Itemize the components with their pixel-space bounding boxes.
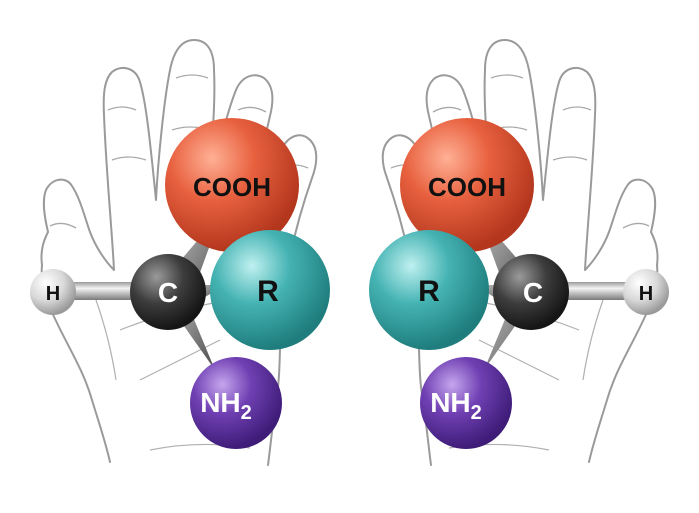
left-h-label: H — [46, 283, 60, 305]
left-c-label: C — [158, 277, 178, 308]
right-nh2-sphere — [420, 357, 512, 449]
left-cooh-label: COOH — [193, 172, 271, 202]
right-molecule: COOH H R C NH2 — [369, 118, 669, 449]
left-h-sphere — [30, 269, 76, 315]
right-r-sphere — [369, 230, 489, 350]
left-cooh-sphere — [165, 118, 299, 252]
right-c-label: C — [523, 277, 543, 308]
left-r-sphere — [210, 230, 330, 350]
left-c-sphere — [130, 254, 206, 330]
left-nh2-sphere — [190, 357, 282, 449]
left-molecule: COOH H C R NH2 — [30, 118, 330, 449]
left-nh2-label: NH2 — [200, 387, 252, 424]
right-cooh-label: COOH — [428, 172, 506, 202]
right-c-sphere — [493, 254, 569, 330]
right-r-label: R — [418, 275, 440, 308]
right-cooh-sphere — [400, 118, 534, 252]
right-h-sphere — [623, 269, 669, 315]
right-nh2-label: NH2 — [430, 387, 482, 424]
left-r-label: R — [257, 275, 279, 308]
right-h-label: H — [639, 283, 653, 305]
